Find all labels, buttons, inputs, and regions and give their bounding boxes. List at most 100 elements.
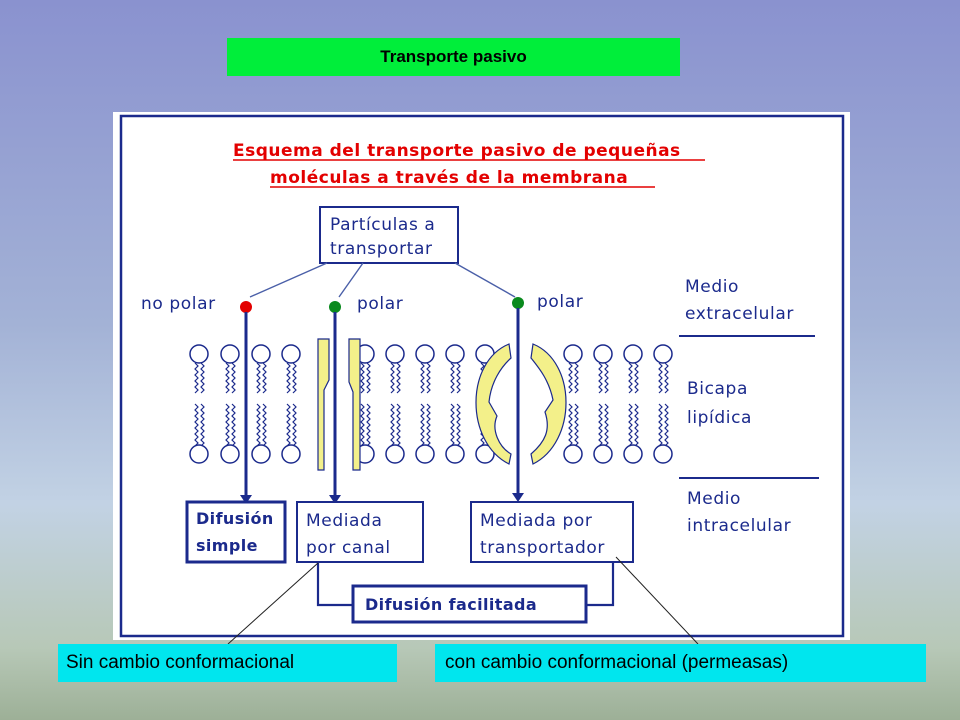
lipid-head-icon (385, 444, 405, 464)
callout-conformational-change: con cambio conformacional (permeasas) (435, 644, 926, 682)
lipid-head-icon (415, 344, 435, 364)
lipid-tail (292, 403, 297, 447)
lipid-tail (225, 362, 230, 394)
box-carrier (470, 501, 634, 563)
lipid-tail (390, 362, 395, 394)
lipid-tail (360, 362, 365, 394)
lipid-tail (604, 403, 609, 447)
lipid-head-icon (593, 344, 613, 364)
arrowhead-icon (329, 495, 341, 504)
box-simple-line2: simple (196, 536, 258, 555)
lipid-tail (292, 362, 297, 394)
connector-channel (338, 262, 364, 298)
lipid-tail (200, 403, 205, 447)
box-carrier-line2: transportador (480, 538, 605, 558)
lipid-head-icon (623, 344, 643, 364)
arrowhead-icon (240, 495, 252, 504)
lipid-tail (574, 362, 579, 394)
lipid-tail (426, 403, 431, 447)
lipid-tail (456, 403, 461, 447)
box-facilitated-diffusion (351, 584, 588, 624)
bracket-right (586, 562, 615, 607)
box-simple-line1: Difusión (196, 509, 274, 528)
lipid-head-icon (623, 444, 643, 464)
lipid-tail (574, 403, 579, 447)
lipid-tail (450, 403, 455, 447)
lipid-tail (256, 403, 261, 447)
diagram-frame (119, 114, 845, 638)
lipid-tail (664, 362, 669, 394)
nonpolar-particle-icon (240, 301, 252, 313)
lipid-head-icon (220, 344, 240, 364)
lipid-tail (231, 403, 236, 447)
lipid-tail (420, 362, 425, 394)
lipid-head-icon (415, 444, 435, 464)
lipid-head-icon (189, 344, 209, 364)
box-carrier-line1: Mediada por (480, 511, 592, 531)
lipid-tail (200, 362, 205, 394)
lipid-head-icon (385, 344, 405, 364)
lipid-head-icon (281, 344, 301, 364)
side-intracellular-line1: Medio (687, 489, 741, 509)
side-bilayer-line2: lipídica (687, 408, 752, 428)
lipid-tail (598, 362, 603, 394)
lipid-head-icon (563, 344, 583, 364)
lipid-tail (366, 362, 371, 394)
lipid-tail (456, 362, 461, 394)
lipid-tail (231, 362, 236, 394)
lipid-head-icon (653, 444, 673, 464)
diagram-heading-line1: Esquema del transporte pasivo de pequeña… (233, 141, 681, 161)
connector-nonpolar (249, 262, 328, 298)
lipid-head-icon (653, 344, 673, 364)
callout-no-conformational-change: Sin cambio conformacional (58, 644, 397, 682)
box-channel-line1: Mediada (306, 511, 382, 531)
side-extracellular-line1: Medio (685, 277, 739, 297)
lipid-tail (628, 403, 633, 447)
lipid-tail (366, 403, 371, 447)
lipid-head-icon (445, 444, 465, 464)
lipid-tail (420, 403, 425, 447)
polar-particle-icon (512, 297, 524, 309)
polar-particle-icon (329, 301, 341, 313)
lipid-tail (450, 362, 455, 394)
lipid-head-icon (251, 344, 271, 364)
particles-box (319, 206, 459, 264)
lipid-tail (568, 403, 573, 447)
label-polar-carrier: polar (537, 292, 583, 312)
lipid-head-icon (593, 444, 613, 464)
lipid-tail (360, 403, 365, 447)
lipid-tail (658, 362, 663, 394)
arrowhead-icon (512, 493, 524, 502)
lipid-tail (256, 362, 261, 394)
lipid-tail (286, 403, 291, 447)
lipid-tail (262, 403, 267, 447)
lipid-tail (426, 362, 431, 394)
lipid-tail (634, 362, 639, 394)
side-bilayer-line1: Bicapa (687, 379, 748, 399)
lipid-tail (225, 403, 230, 447)
lipid-head-icon (445, 344, 465, 364)
lipid-tail (628, 362, 633, 394)
particles-box-line2: transportar (330, 239, 433, 259)
connector-carrier (454, 262, 516, 298)
lipid-tail (664, 403, 669, 447)
carrier-protein-icon (475, 343, 567, 465)
label-nonpolar: no polar (141, 294, 216, 314)
lipid-tail (568, 362, 573, 394)
lipid-tail (286, 362, 291, 394)
lipid-head-icon (281, 444, 301, 464)
lipid-bilayer (189, 344, 673, 464)
lipid-tail (396, 403, 401, 447)
lipid-head-icon (563, 444, 583, 464)
lipid-tail (194, 362, 199, 394)
lipid-tail (262, 362, 267, 394)
lipid-head-icon (220, 444, 240, 464)
box-channel (296, 501, 424, 563)
lipid-tail (598, 403, 603, 447)
lipid-tail (604, 362, 609, 394)
lipid-tail (194, 403, 199, 447)
box-channel-line2: por canal (306, 538, 391, 558)
lipid-tail (634, 403, 639, 447)
slide-title: Transporte pasivo (227, 38, 680, 76)
lipid-head-icon (251, 444, 271, 464)
